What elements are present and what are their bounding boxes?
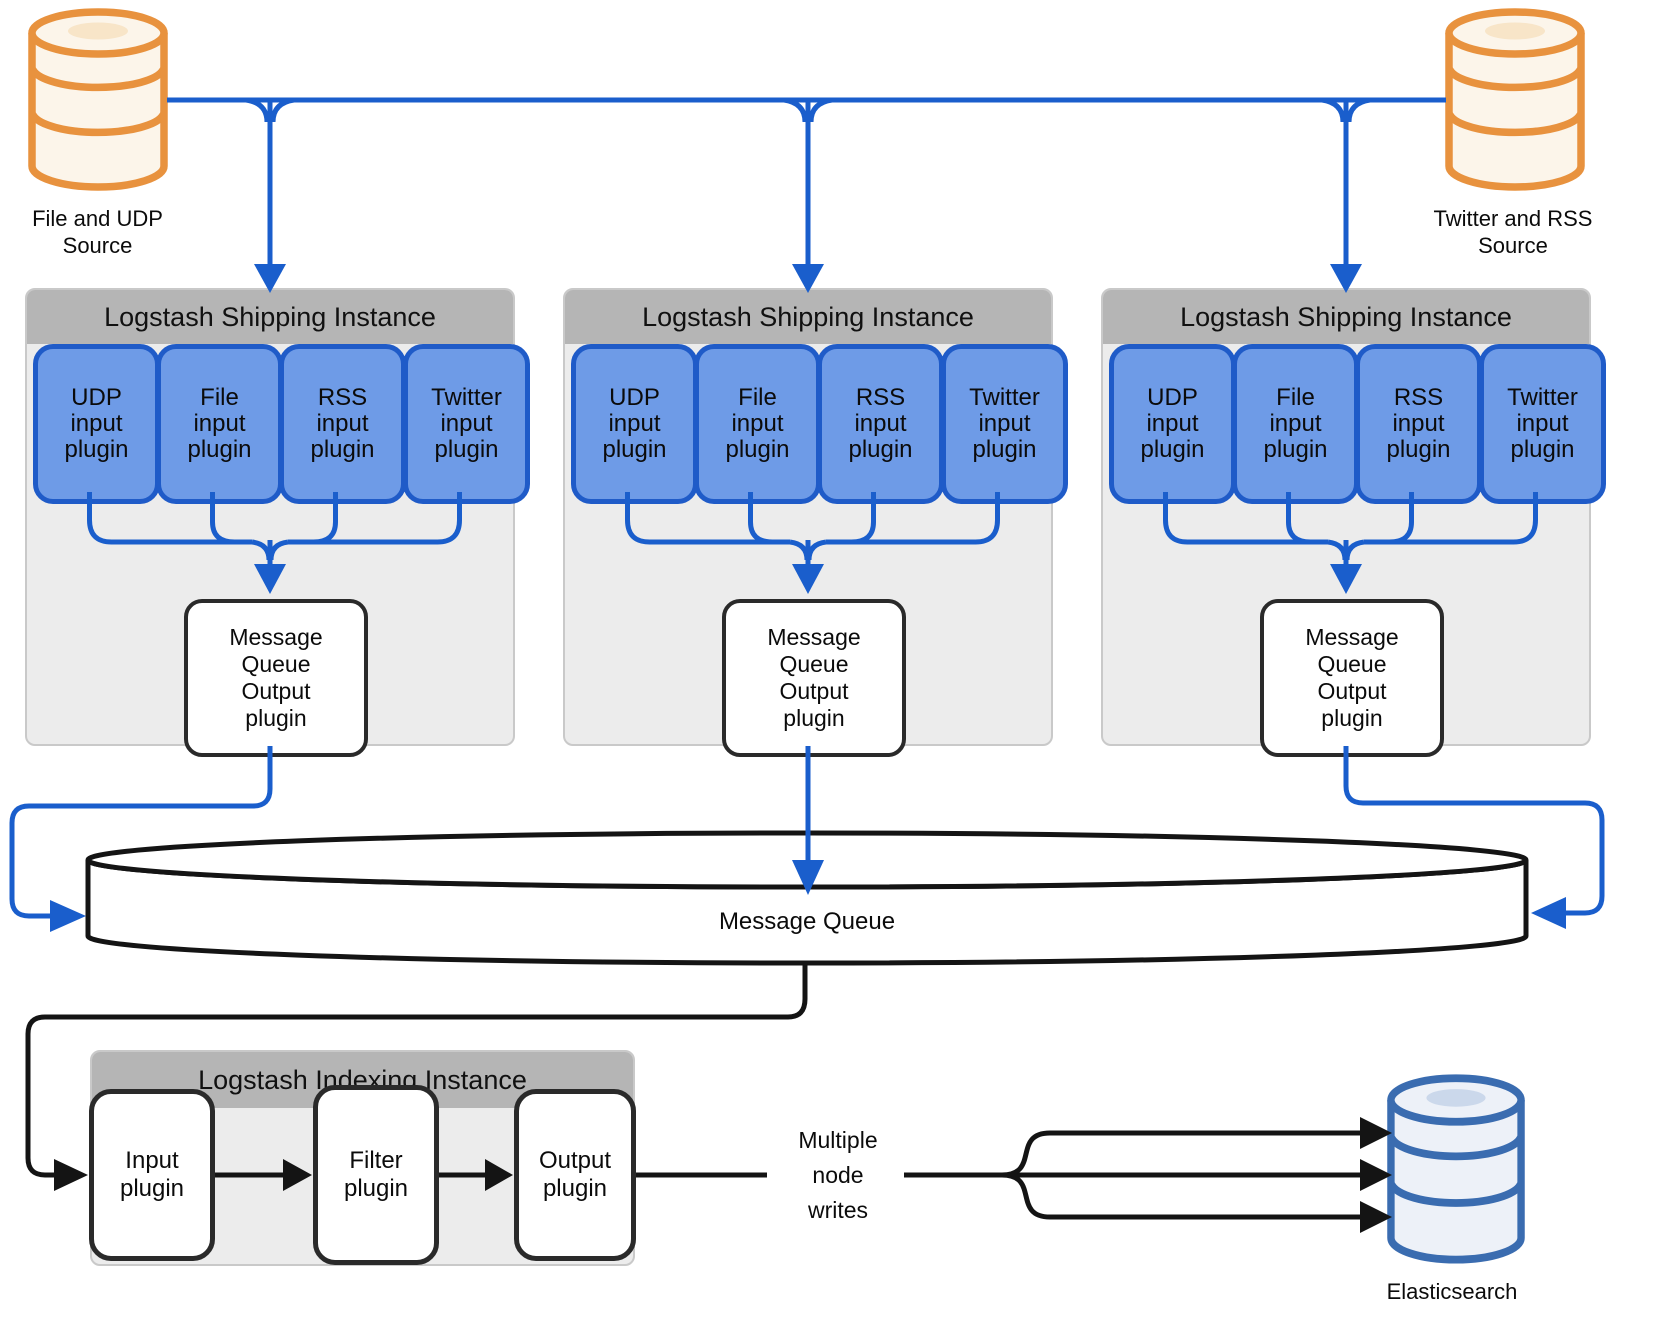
message-queue-cylinder — [85, 830, 1529, 966]
indexing-output-plugin: Output plugin — [514, 1089, 636, 1261]
multiple-node-writes-label: Multiple node writes — [798, 1126, 878, 1223]
shipping-instance-2-title: Logstash Shipping Instance — [565, 290, 1051, 344]
shipping-1-udp-input-plugin: UDP input plugin — [33, 344, 160, 504]
message-queue-label: Message Queue — [718, 908, 896, 935]
connector-output-to-queue-2 — [792, 746, 824, 895]
arrow-into-shipping-3 — [1321, 97, 1371, 293]
connector-output-to-queue-3 — [1343, 746, 1605, 929]
indexing-input-plugin: Input plugin — [89, 1089, 215, 1261]
connector-output-to-queue-1 — [9, 746, 273, 932]
file-udp-source-database-icon — [32, 12, 164, 187]
shipping-3-mq-output-plugin: Message Queue Output plugin — [1260, 599, 1444, 757]
shipping-instance-3-title: Logstash Shipping Instance — [1103, 290, 1589, 344]
arrow-node-write-middle — [904, 1159, 1392, 1191]
arrow-node-write-top — [1001, 1117, 1392, 1178]
shipping-3-file-input-plugin: File input plugin — [1232, 344, 1359, 504]
shipping-3-twitter-input-plugin: Twitter input plugin — [1479, 344, 1606, 504]
file-udp-source-label: File and UDP Source — [32, 206, 163, 258]
shipping-instance-2: Logstash Shipping Instance UDP input plu… — [563, 288, 1068, 757]
shipping-1-file-input-plugin: File input plugin — [156, 344, 283, 504]
shipping-1-twitter-input-plugin: Twitter input plugin — [403, 344, 530, 504]
elasticsearch-label: Elasticsearch — [1386, 1279, 1518, 1304]
indexing-filter-plugin: Filter plugin — [313, 1085, 439, 1265]
shipping-instance-1: Logstash Shipping Instance UDP input plu… — [25, 288, 530, 757]
arrow-node-write-bottom — [1001, 1172, 1392, 1233]
shipping-2-mq-output-plugin: Message Queue Output plugin — [722, 599, 906, 757]
arrow-into-shipping-2 — [783, 97, 833, 293]
arrow-into-shipping-1 — [245, 97, 295, 293]
shipping-2-twitter-input-plugin: Twitter input plugin — [941, 344, 1068, 504]
shipping-2-udp-input-plugin: UDP input plugin — [571, 344, 698, 504]
twitter-rss-source-database-icon — [1449, 12, 1581, 187]
shipping-1-mq-output-plugin: Message Queue Output plugin — [184, 599, 368, 757]
shipping-2-file-input-plugin: File input plugin — [694, 344, 821, 504]
connector-output-to-elasticsearch — [636, 1117, 1392, 1233]
arrows-into-shipping-instances — [245, 97, 1371, 293]
shipping-1-rss-input-plugin: RSS input plugin — [279, 344, 406, 504]
shipping-3-rss-input-plugin: RSS input plugin — [1355, 344, 1482, 504]
shipping-3-udp-input-plugin: UDP input plugin — [1109, 344, 1236, 504]
shipping-instance-3: Logstash Shipping Instance UDP input plu… — [1101, 288, 1606, 757]
shipping-instance-1-title: Logstash Shipping Instance — [27, 290, 513, 344]
shipping-2-rss-input-plugin: RSS input plugin — [817, 344, 944, 504]
twitter-rss-source-label: Twitter and RSS Source — [1433, 206, 1593, 258]
elasticsearch-database-icon — [1390, 1078, 1522, 1260]
